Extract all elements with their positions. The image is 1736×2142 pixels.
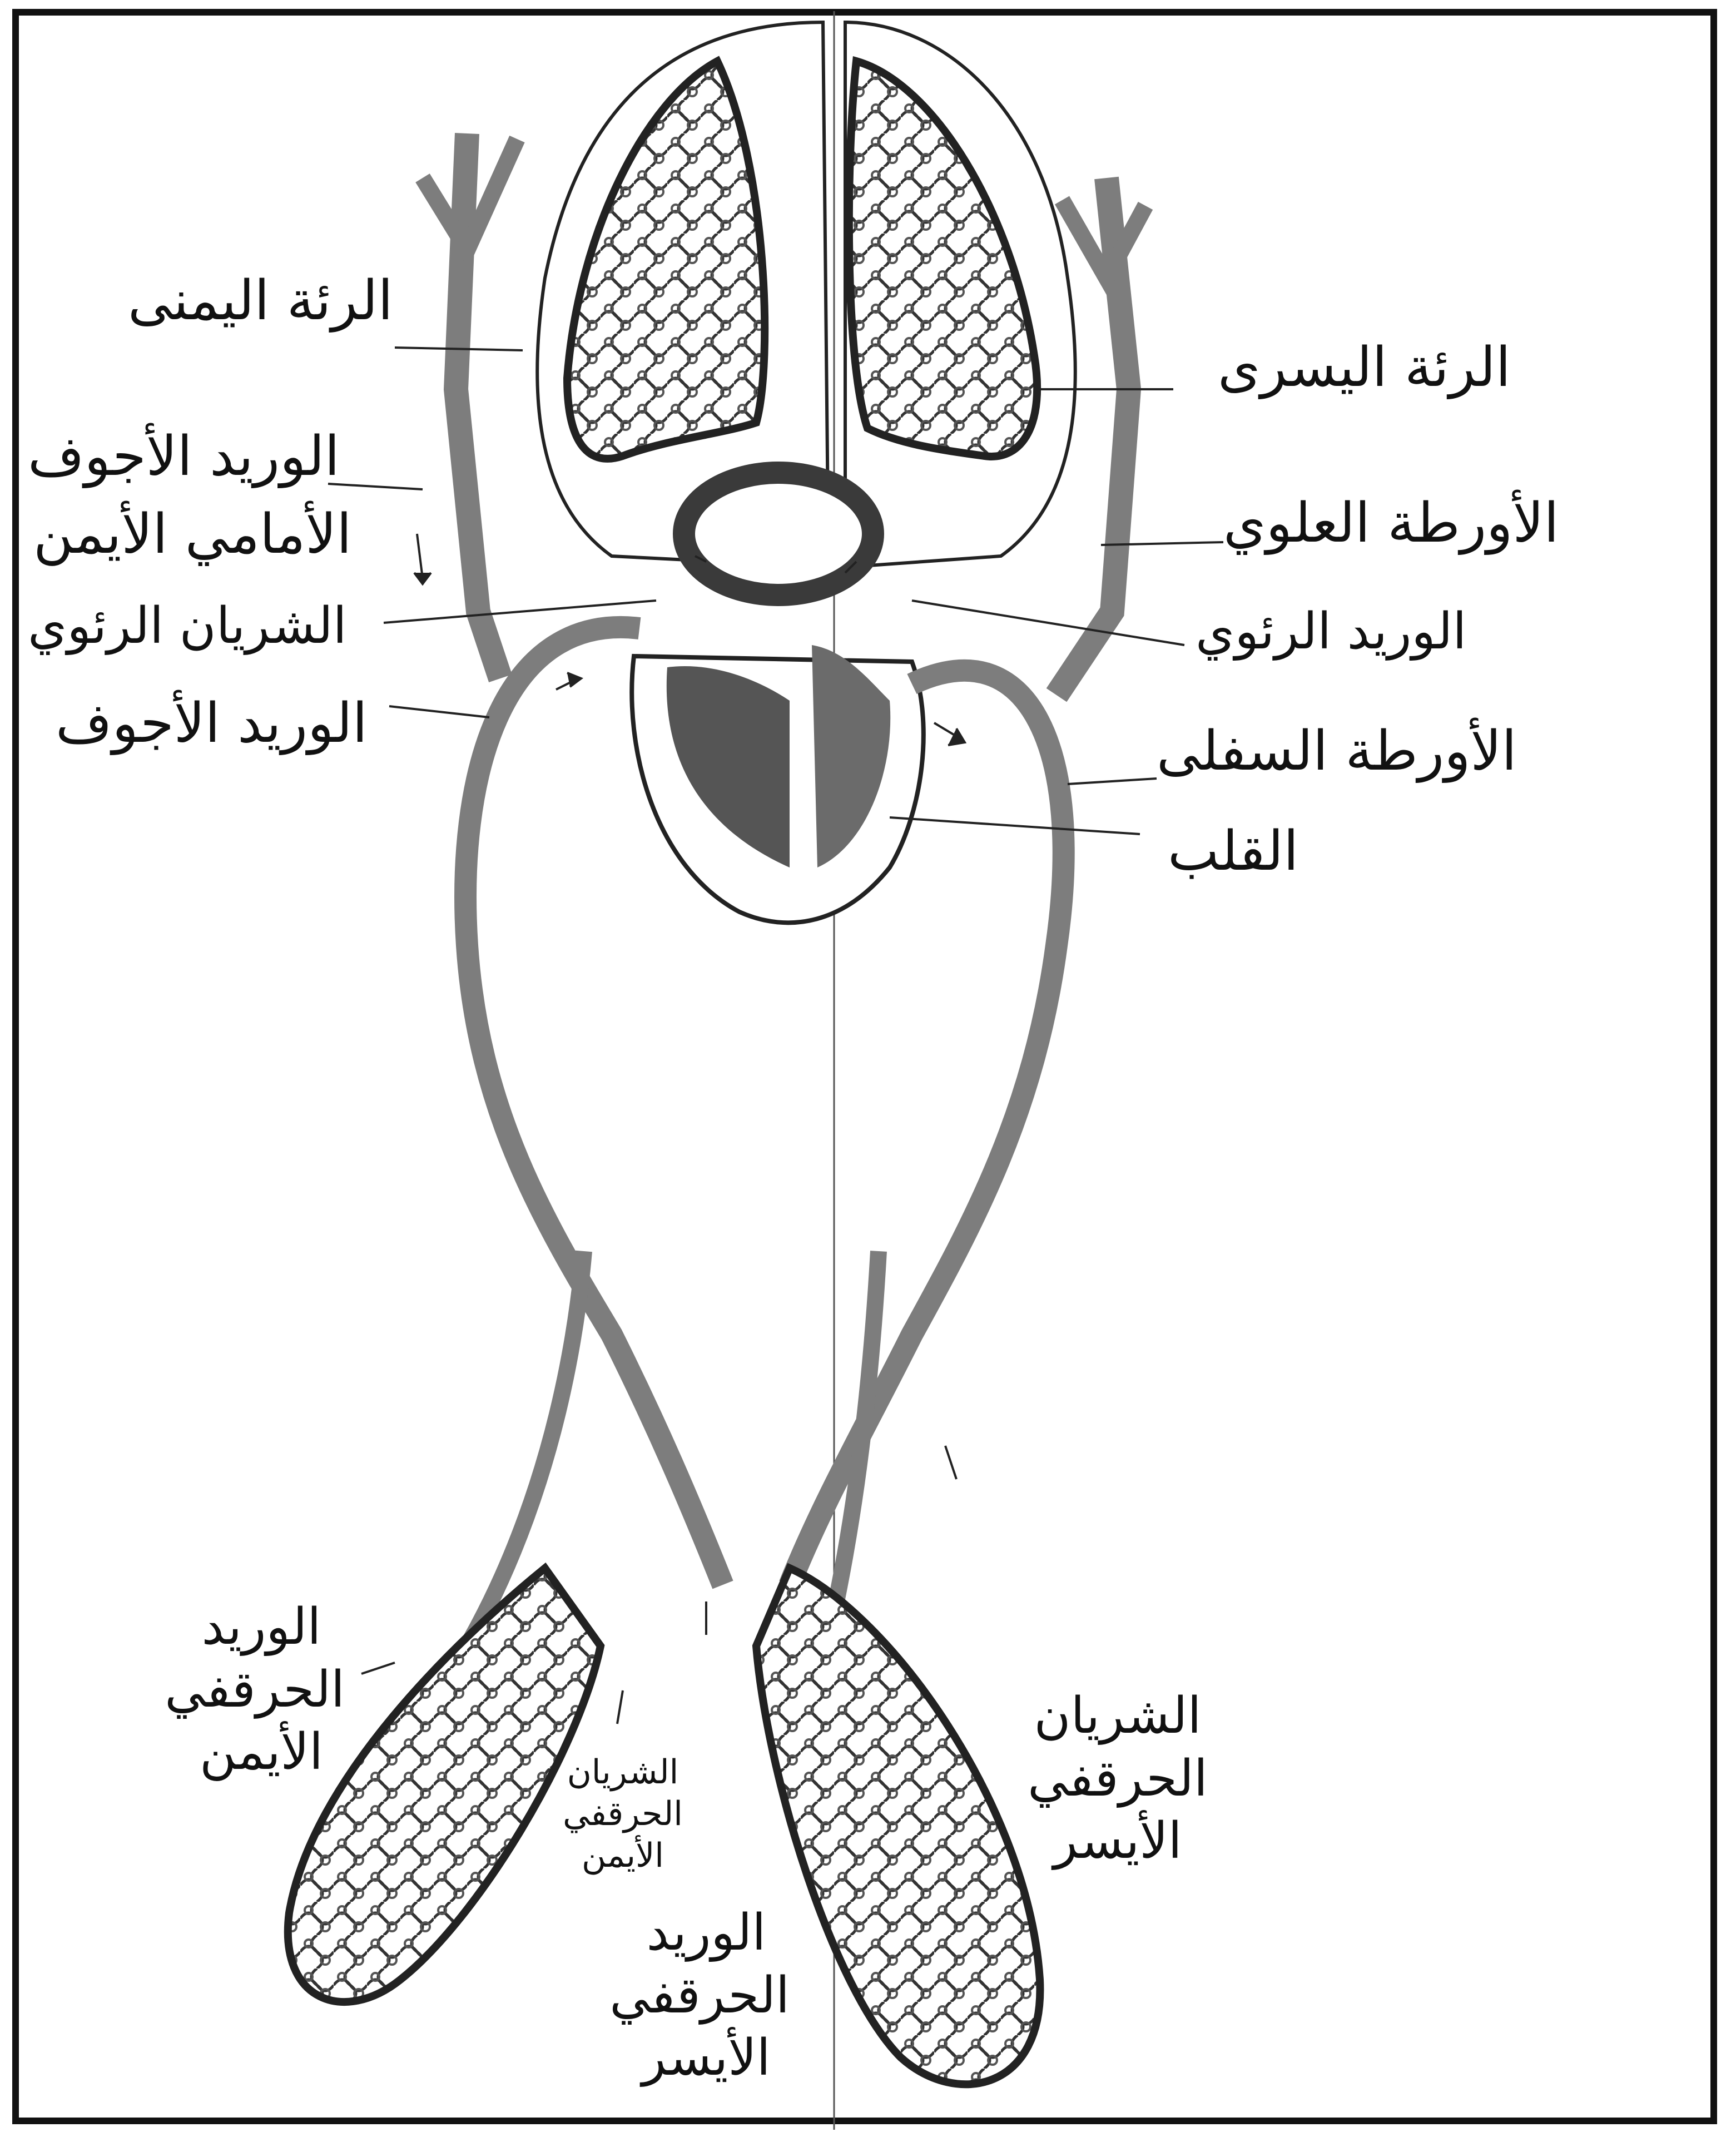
label-right-anterior-vena-cava-line2: الأمامي الأيمن	[33, 500, 351, 569]
left-leg-capillary-bed	[756, 1568, 1040, 2084]
label-pulmonary-vein: الوريد الرئوي	[1196, 601, 1466, 663]
label-heart: القلب	[1168, 817, 1298, 886]
label-right-iliac-artery: الشريان الحرقفي الأيمن	[550, 1752, 695, 1877]
label-right-anterior-vena-cava-line1: الوريد الأجوف	[28, 423, 340, 491]
label-right-iliac-vein: الوريد الحرقفي الأيمن	[178, 1596, 345, 1784]
label-upper-aorta: الأورطة العلوي	[1223, 489, 1559, 558]
label-right-iliac-vein-line3: الأيمن	[178, 1721, 345, 1784]
label-left-iliac-artery: الشريان الحرقفي الأيسر	[1018, 1685, 1218, 1873]
label-left-iliac-vein-line3: الأيسر	[623, 2027, 790, 2090]
label-lower-aorta: الأورطة السفلى	[1157, 717, 1517, 786]
label-left-iliac-vein-line1: الوريد	[623, 1902, 790, 1965]
label-vena-cava: الوريد الأجوف	[56, 690, 368, 758]
label-left-iliac-vein: الوريد الحرقفي الأيسر	[623, 1902, 790, 2090]
left-lung	[849, 61, 1037, 457]
pulmonary-trunk-chamber	[684, 473, 873, 595]
label-left-iliac-artery-line2: الحرقفي	[1018, 1748, 1218, 1811]
label-left-lung: الرئة اليسرى	[1218, 334, 1511, 402]
label-right-iliac-vein-line1: الوريد	[178, 1596, 345, 1659]
label-right-iliac-artery-line2: الحرقفي	[550, 1793, 695, 1835]
label-right-lung: الرئة اليمنى	[128, 267, 393, 335]
label-right-iliac-artery-line3: الأيمن	[550, 1835, 695, 1877]
right-lung	[567, 61, 765, 459]
label-left-iliac-vein-line2: الحرقفي	[623, 1965, 790, 2027]
label-left-iliac-artery-line1: الشريان	[1018, 1685, 1218, 1748]
label-right-iliac-vein-line2: الحرقفي	[178, 1659, 345, 1722]
label-pulmonary-artery: الشريان الرئوي	[28, 595, 347, 658]
label-left-iliac-artery-line3: الأيسر	[1018, 1810, 1218, 1873]
label-right-iliac-artery-line1: الشريان	[550, 1752, 695, 1793]
